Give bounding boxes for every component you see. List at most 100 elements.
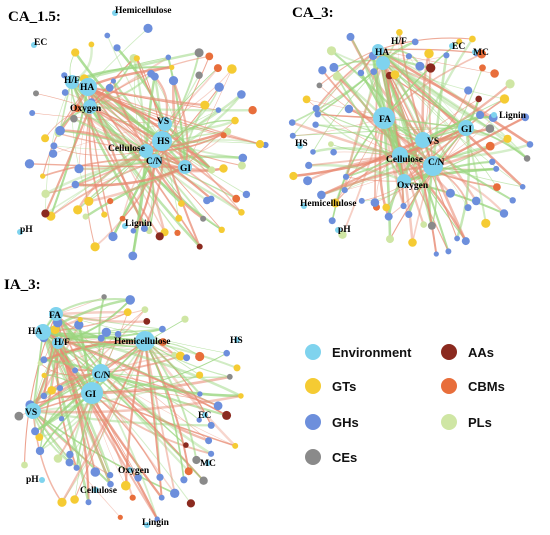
node-ghs bbox=[106, 471, 114, 479]
node-ghs bbox=[183, 354, 191, 362]
node-pls bbox=[141, 306, 149, 313]
hub-label: H/F bbox=[54, 338, 70, 348]
node-gts bbox=[238, 209, 245, 216]
legend-swatch-ghs bbox=[305, 414, 321, 430]
node-ghs bbox=[74, 164, 84, 174]
node-ghs bbox=[156, 473, 164, 481]
node-environment bbox=[39, 477, 45, 483]
node-aas bbox=[426, 63, 436, 73]
node-ghs bbox=[140, 225, 148, 232]
node-cbms bbox=[479, 64, 486, 72]
hub-label: VS bbox=[25, 408, 37, 418]
node-ghs bbox=[509, 197, 516, 204]
node-gts bbox=[71, 48, 80, 57]
network-edge bbox=[377, 49, 495, 74]
node-gts bbox=[424, 48, 434, 59]
node-gts bbox=[41, 134, 50, 143]
node-cbms bbox=[248, 106, 257, 115]
node-ghs bbox=[464, 86, 473, 95]
node-ces bbox=[14, 411, 24, 421]
node-aas bbox=[155, 232, 164, 241]
network-edge bbox=[45, 160, 156, 195]
hub-label: GI bbox=[180, 164, 191, 174]
node-environment bbox=[205, 460, 211, 466]
network-edge bbox=[60, 130, 147, 152]
network-edge bbox=[89, 106, 163, 142]
network-edge bbox=[403, 116, 526, 183]
hub-node-environment bbox=[178, 160, 192, 174]
node-environment bbox=[301, 203, 307, 209]
hub-label: HA bbox=[28, 327, 42, 337]
network-edge bbox=[55, 313, 102, 374]
node-ghs bbox=[312, 104, 320, 113]
node-ghs bbox=[318, 66, 327, 75]
node-ghs bbox=[415, 61, 425, 71]
node-pls bbox=[328, 141, 334, 148]
hub-node-environment bbox=[376, 56, 390, 70]
node-ghs bbox=[110, 78, 116, 84]
node-ces bbox=[200, 215, 207, 222]
node-gts bbox=[481, 218, 491, 228]
node-cbms bbox=[490, 69, 499, 78]
hub-node-environment bbox=[139, 144, 153, 158]
node-ghs bbox=[461, 237, 470, 246]
node-cbms bbox=[117, 514, 123, 520]
node-gts bbox=[238, 393, 244, 399]
hub-node-environment bbox=[81, 382, 103, 404]
legend-label-pls: PLs bbox=[468, 415, 492, 430]
node-ghs bbox=[134, 474, 142, 482]
node-ghs bbox=[48, 149, 58, 158]
node-gts bbox=[200, 100, 210, 110]
hub-node-environment bbox=[65, 75, 79, 89]
network-edge bbox=[403, 127, 467, 182]
network-edge bbox=[42, 330, 242, 398]
node-gts bbox=[121, 480, 131, 491]
node-ghs bbox=[476, 110, 485, 120]
node-cbms bbox=[195, 351, 205, 362]
node-ghs bbox=[242, 190, 251, 199]
node-label: EC bbox=[452, 42, 465, 52]
node-ghs bbox=[196, 417, 202, 423]
network-edge bbox=[57, 340, 146, 344]
network-edge bbox=[145, 130, 229, 152]
network-edge bbox=[89, 106, 186, 168]
legend: Environment AAs GTs CBMs GHs PLs CEs bbox=[305, 344, 505, 465]
network-edge bbox=[330, 143, 401, 156]
node-gts bbox=[219, 164, 228, 173]
node-pls bbox=[181, 315, 189, 323]
network-edge bbox=[388, 127, 467, 217]
node-ghs bbox=[125, 295, 135, 305]
node-pls bbox=[338, 230, 347, 239]
node-ces bbox=[33, 90, 39, 97]
node-environment bbox=[335, 227, 341, 233]
node-cbms bbox=[493, 183, 501, 192]
network-edge bbox=[32, 410, 63, 503]
network-edge bbox=[320, 164, 434, 197]
hub-label: Cellulose bbox=[386, 155, 423, 165]
hub-label: Hemicellulose bbox=[114, 337, 170, 347]
node-ghs bbox=[128, 251, 138, 261]
hub-label: HA bbox=[375, 48, 389, 58]
network-edge bbox=[164, 67, 219, 125]
node-gts bbox=[88, 41, 95, 48]
node-pls bbox=[82, 213, 89, 220]
node-ghs bbox=[454, 235, 460, 242]
network-edge bbox=[377, 48, 531, 146]
node-ghs bbox=[58, 416, 65, 422]
node-ghs bbox=[150, 72, 159, 81]
legend-label-ghs: GHs bbox=[332, 415, 359, 430]
hub-label: H/F bbox=[64, 76, 80, 86]
hub-node-environment bbox=[25, 403, 41, 419]
node-ghs bbox=[493, 165, 500, 172]
network-edge bbox=[145, 130, 228, 152]
hub-label: VS bbox=[157, 117, 169, 127]
network-edge bbox=[87, 86, 166, 125]
network-edge bbox=[382, 62, 498, 188]
network-edge bbox=[402, 38, 474, 182]
legend-swatch-gts bbox=[305, 378, 321, 394]
node-ghs bbox=[314, 111, 321, 118]
hub-node-environment bbox=[148, 154, 162, 168]
network-edge bbox=[432, 164, 505, 215]
node-environment bbox=[202, 412, 208, 418]
node-ghs bbox=[305, 161, 313, 169]
